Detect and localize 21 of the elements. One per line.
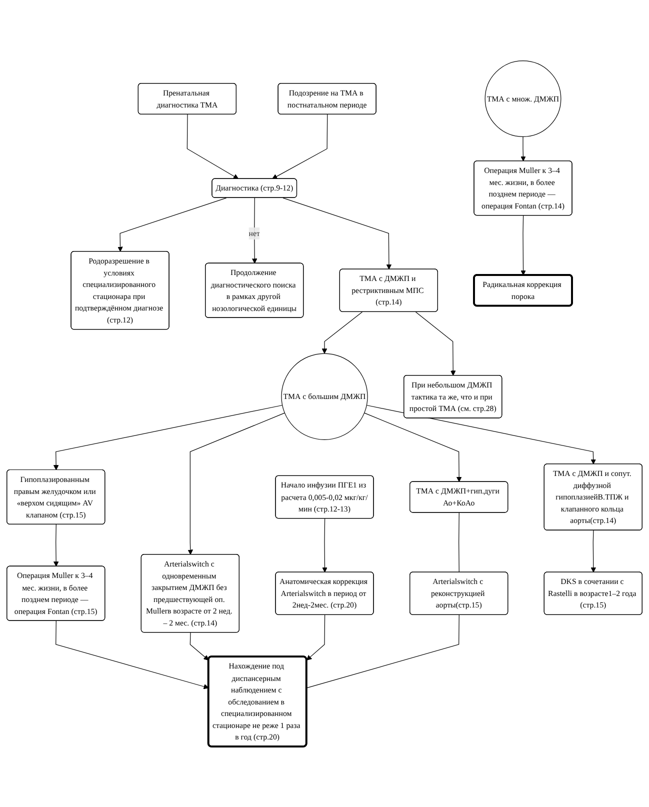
arrow xyxy=(590,530,596,572)
arrow xyxy=(186,114,239,179)
arrow xyxy=(415,312,456,376)
arrow xyxy=(364,412,462,482)
arrow xyxy=(520,215,526,276)
arrow xyxy=(53,524,59,567)
arrow xyxy=(190,632,209,660)
arrow xyxy=(272,114,328,179)
arrow xyxy=(520,136,526,162)
arrow xyxy=(56,620,209,690)
arrow xyxy=(252,197,258,264)
arrow xyxy=(118,197,227,252)
arrow xyxy=(282,197,392,270)
connector xyxy=(306,614,460,688)
arrow xyxy=(322,518,328,572)
arrow xyxy=(322,312,362,354)
arrow xyxy=(366,404,596,464)
arrow xyxy=(53,404,283,470)
connector xyxy=(458,512,460,572)
arrow xyxy=(188,412,285,555)
arrow xyxy=(306,614,326,660)
